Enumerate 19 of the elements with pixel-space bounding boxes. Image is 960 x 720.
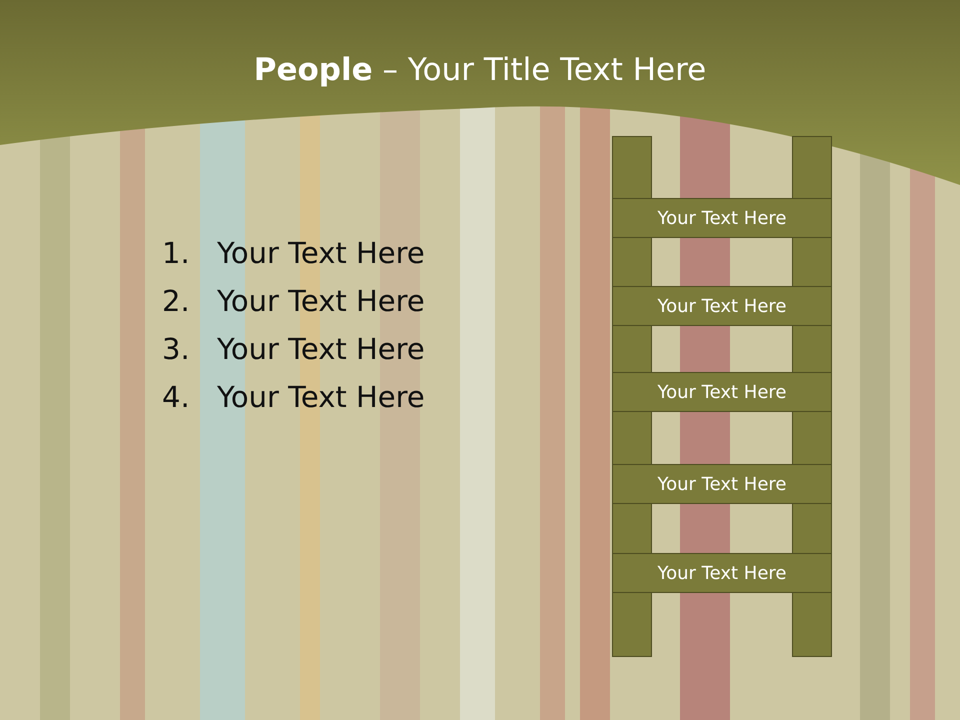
list-number: 4. [162, 380, 190, 414]
list-number: 2. [162, 284, 190, 318]
list-number: 3. [162, 332, 190, 366]
ladder-rung [612, 372, 832, 412]
ladder-rung [612, 198, 832, 238]
list-item: Your Text Here [217, 332, 425, 366]
rung-text: Your Text Here [658, 296, 786, 316]
list-item: Your Text Here [217, 284, 425, 318]
ladder-rung [612, 464, 832, 504]
ladder-rung [612, 553, 832, 593]
slide-title: People – Your Title Text Here [252, 52, 708, 88]
rung-text: Your Text Here [658, 208, 786, 228]
list-number: 1. [162, 236, 190, 270]
list-item: Your Text Here [217, 236, 425, 270]
list-item: Your Text Here [217, 380, 425, 414]
rung-text: Your Text Here [658, 562, 786, 584]
ladder-rung [612, 286, 832, 326]
rung-text: Your Text Here [658, 382, 786, 402]
rung-text: Your Text Here [658, 474, 786, 494]
